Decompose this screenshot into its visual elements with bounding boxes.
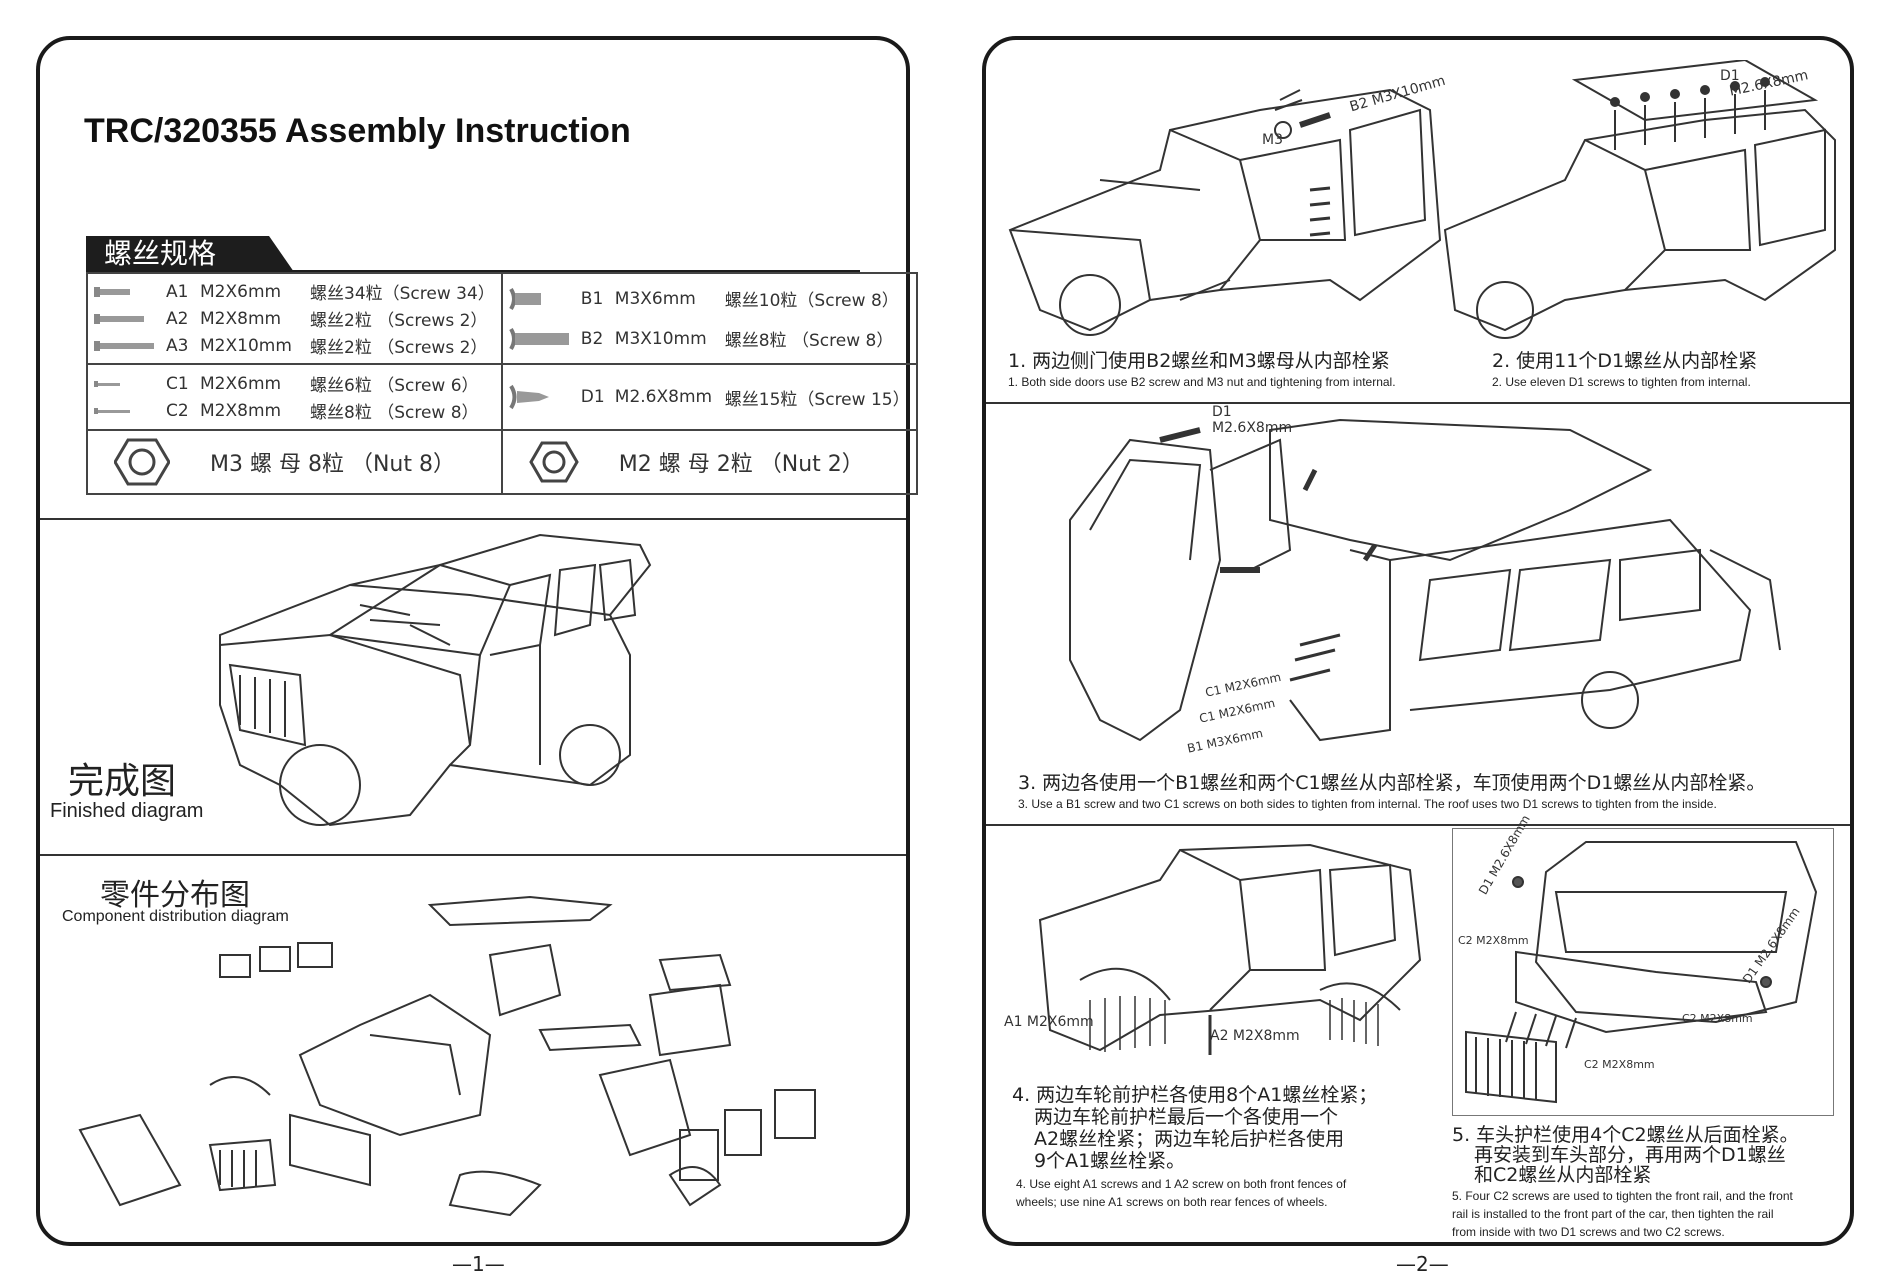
spec-row-a3: A3 M2X10mm 螺丝2粒 （Screws 2）	[94, 332, 495, 359]
step4-text-cn-4: 9个A1螺丝栓紧。	[1034, 1150, 1186, 1172]
step3-text-cn: 3. 两边各使用一个B1螺丝和两个C1螺丝从内部栓紧，车顶使用两个D1螺丝从内部…	[1018, 772, 1766, 794]
step3-drawing	[1069, 418, 1781, 742]
callout-d1-b: D1	[1212, 404, 1232, 420]
finished-car-drawing	[219, 533, 652, 827]
step1-text-en: 1. Both side doors use B2 screw and M3 n…	[1008, 375, 1396, 389]
step5-inset	[1452, 828, 1834, 1116]
screw-a3-icon	[94, 340, 166, 352]
divider-4	[986, 824, 1850, 826]
step5-text-cn-1: 5. 车头护栏使用4个C2螺丝从后面栓紧。	[1452, 1124, 1799, 1146]
step5-text-cn-2: 再安装到车头部分，再用两个D1螺丝	[1474, 1144, 1786, 1166]
spec-row-c1: C1 M2X6mm 螺丝6粒 （Screw 6）	[94, 370, 495, 397]
divider-3	[986, 402, 1850, 404]
screw-a1-icon	[94, 286, 166, 298]
step4-drawing	[1038, 843, 1422, 1055]
screw-b2-icon	[509, 327, 581, 351]
spec-row-b1: B1 M3X6mm 螺丝10粒（Screw 8）	[509, 279, 910, 319]
step5-drawing	[1465, 841, 1818, 1104]
step2-drawing	[1443, 60, 1836, 339]
spec-row-a1: A1 M2X6mm 螺丝34粒（Screw 34）	[94, 278, 495, 305]
step5-text-cn-3: 和C2螺丝从内部栓紧	[1474, 1164, 1652, 1186]
spec-header-rule	[86, 270, 860, 272]
spec-header: 螺丝规格	[86, 236, 294, 272]
divider-1	[40, 518, 906, 520]
spec-row-d1: D1 M2.6X8mm 螺丝15粒（Screw 15）	[509, 369, 910, 425]
page-number-2: —2—	[1396, 1252, 1449, 1276]
step5-text-en-3: from inside with two D1 screws and two C…	[1452, 1225, 1725, 1239]
callout-a2: A2 M2X8mm	[1210, 1028, 1300, 1044]
callout-a1: A1 M2X6mm	[1004, 1014, 1094, 1030]
nut-m2-row: M2 螺 母 2粒 （Nut 2）	[509, 435, 910, 489]
spec-row-c2: C2 M2X8mm 螺丝8粒 （Screw 8）	[94, 397, 495, 424]
page-title: TRC/320355 Assembly Instruction	[84, 112, 631, 150]
callout-c2-a: C2 M2X8mm	[1458, 934, 1529, 947]
callout-d1-a: D1	[1720, 68, 1740, 84]
step3-text-en: 3. Use a B1 screw and two C1 screws on b…	[1018, 797, 1717, 811]
divider-2	[40, 854, 906, 856]
step2-text-en: 2. Use eleven D1 screws to tighten from …	[1492, 375, 1751, 389]
page-2-frame	[982, 36, 1854, 1246]
nut-m3-icon	[114, 438, 170, 486]
screw-spec-table: A1 M2X6mm 螺丝34粒（Screw 34） A2 M2X8mm 螺丝2粒…	[86, 272, 918, 495]
screw-c1-icon	[94, 380, 166, 388]
callout-m3: M3	[1262, 132, 1283, 148]
screw-c2-icon	[94, 407, 166, 415]
step4-text-cn-1: 4. 两边车轮前护栏各使用8个A1螺丝栓紧；	[1012, 1084, 1378, 1106]
screw-a2-icon	[94, 313, 166, 325]
step1-text-cn: 1. 两边侧门使用B2螺丝和M3螺母从内部栓紧	[1008, 350, 1390, 372]
finished-label-cn: 完成图	[68, 761, 177, 802]
step4-text-en-2: wheels; use nine A1 screws on both rear …	[1016, 1195, 1328, 1209]
component-label-cn: 零件分布图	[100, 878, 250, 913]
nut-m3-row: M3 螺 母 8粒 （Nut 8）	[94, 435, 495, 489]
callout-c2-b: C2 M2X8mm	[1682, 1012, 1753, 1025]
component-label-en: Component distribution diagram	[62, 908, 289, 925]
screw-b1-icon	[509, 287, 581, 311]
nut-m2-icon	[529, 441, 579, 483]
callout-d1-b-size: M2.6X8mm	[1212, 420, 1293, 436]
spec-row-a2: A2 M2X8mm 螺丝2粒 （Screws 2）	[94, 305, 495, 332]
screw-d1-icon	[509, 382, 581, 412]
step1-drawing	[1008, 88, 1442, 336]
step4-text-en-1: 4. Use eight A1 screws and 1 A2 screw on…	[1016, 1177, 1347, 1191]
finished-label-en: Finished diagram	[50, 800, 204, 822]
page-number-1: —1—	[452, 1252, 505, 1276]
step4-text-cn-2: 两边车轮前护栏最后一个各使用一个	[1034, 1106, 1339, 1128]
spec-row-b2: B2 M3X10mm 螺丝8粒 （Screw 8）	[509, 319, 910, 359]
step4-text-cn-3: A2螺丝栓紧；两边车轮后护栏各使用	[1034, 1128, 1345, 1150]
step2-text-cn: 2. 使用11个D1螺丝从内部栓紧	[1492, 350, 1758, 372]
step5-text-en-2: rail is installed to the front part of t…	[1452, 1207, 1774, 1221]
component-parts-drawing	[78, 895, 816, 1217]
callout-c2-c: C2 M2X8mm	[1584, 1058, 1655, 1071]
step5-text-en-1: 5. Four C2 screws are used to tighten th…	[1452, 1189, 1793, 1203]
